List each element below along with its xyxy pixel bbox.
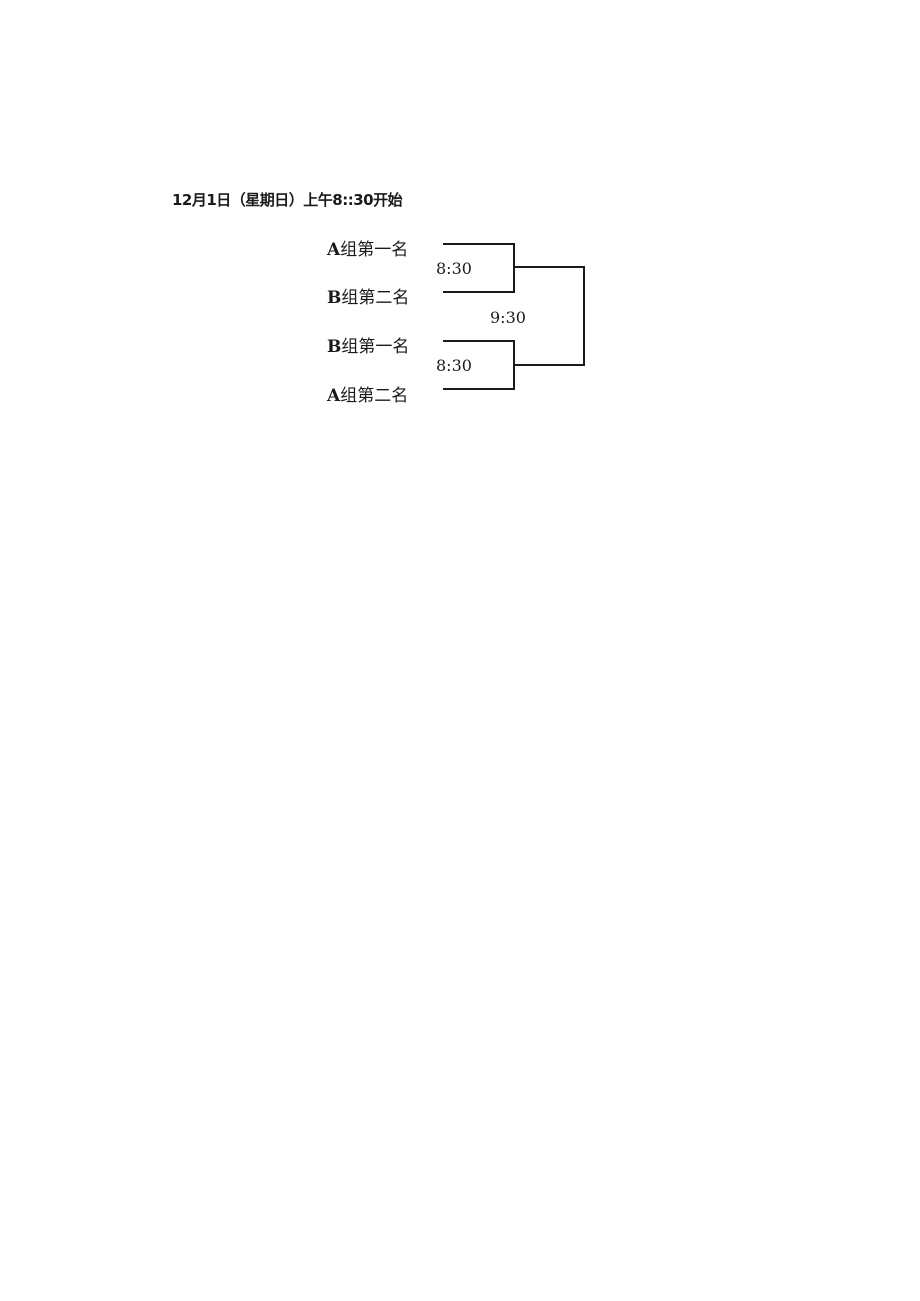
semifinal-1-time: 8:30 — [436, 259, 472, 278]
team-rank: 组第二名 — [340, 386, 409, 406]
final-connector — [514, 266, 585, 366]
semifinal-2-time: 8:30 — [436, 356, 472, 375]
team-slot: B组第二名 — [327, 287, 409, 309]
final-time: 9:30 — [490, 308, 526, 327]
team-rank: 组第一名 — [341, 337, 410, 357]
team-group: A — [327, 240, 341, 260]
team-rank: 组第一名 — [340, 240, 409, 260]
team-group: B — [327, 288, 342, 308]
team-slot: B组第一名 — [327, 336, 409, 358]
team-group: B — [327, 337, 342, 357]
team-rank: 组第二名 — [341, 288, 410, 308]
schedule-heading: 12月1日（星期日）上午8::30开始 — [172, 191, 403, 209]
team-slot: A组第二名 — [327, 385, 408, 407]
team-slot: A组第一名 — [327, 239, 408, 261]
team-group: A — [327, 386, 341, 406]
